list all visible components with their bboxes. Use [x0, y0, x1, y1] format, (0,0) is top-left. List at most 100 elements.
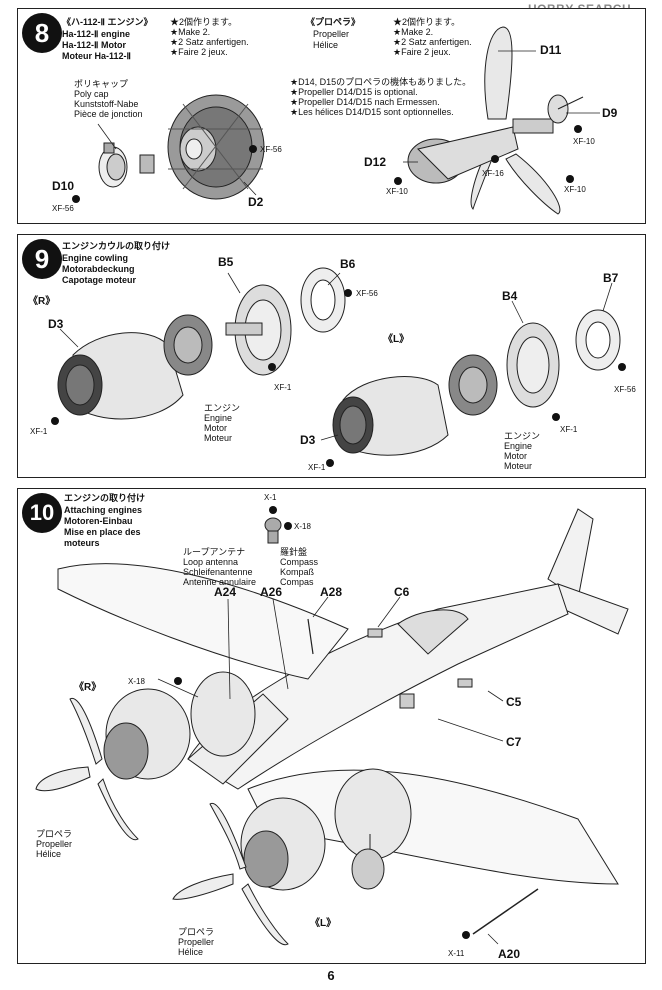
engine-d2 [167, 94, 265, 200]
propeller-r-jp: プロペラ [36, 829, 73, 839]
paint-xf56-a: XF-56 [52, 204, 74, 213]
step9-title-jp: エンジンカウルの取り付け [62, 241, 171, 251]
optional-note-fr: ★Les hélices D14/D15 sont optionnelles. [290, 107, 454, 117]
loop-antenna-fr: Antenne annulaire [183, 577, 257, 587]
part-b5: B5 [218, 255, 234, 269]
cowling-left [332, 376, 449, 456]
step-9-illustration [51, 267, 626, 467]
engine-r-fr: Moteur [204, 433, 233, 443]
antenna-a20 [472, 888, 539, 935]
paint-x18-a: X-18 [294, 522, 311, 531]
paint-xf1-a: XF-1 [274, 383, 292, 392]
part-a20: A20 [498, 947, 521, 961]
paint-xf10-a: XF-10 [573, 137, 595, 146]
engine-l-en: Engine [504, 441, 533, 451]
compass-fr: Compas [280, 577, 314, 587]
loop-antenna-de: Schleifenantenne [183, 567, 253, 577]
engine-title-jp: 《ハ-112-Ⅱ エンジン》 [62, 17, 153, 27]
propeller-title-en: Propeller [313, 29, 350, 39]
engine-make-fr: ★Faire 2 jeux. [170, 47, 228, 57]
engine-title-fr: Moteur Ha-112-Ⅱ [62, 51, 131, 61]
step10-title-de: Motoren-Einbau [64, 516, 133, 526]
polycap-de: Kunststoff-Nabe [74, 99, 139, 109]
polycap-fr: Pièce de jonction [74, 109, 143, 119]
tail-section [547, 508, 629, 635]
part-c7: C7 [506, 735, 522, 749]
engine-left [448, 354, 498, 416]
part-d9: D9 [602, 106, 618, 120]
step-8-illustration [72, 26, 600, 215]
propeller-title-fr: Hélice [313, 40, 339, 50]
step-10-illustration [35, 506, 629, 946]
engine-title-de: Ha-112-Ⅱ Motor [62, 40, 126, 50]
propeller-left [172, 802, 289, 946]
cowling-right [57, 332, 184, 420]
paint-xf1-b: XF-1 [30, 427, 48, 436]
paint-xf1-d: XF-1 [560, 425, 578, 434]
step-8-panel: 8 [17, 8, 646, 224]
part-d2: D2 [248, 195, 264, 209]
paint-x1: X-1 [264, 493, 277, 502]
step9-left-tag: 《L》 [383, 334, 410, 345]
step9-right-tag: 《R》 [28, 296, 56, 307]
part-d11: D11 [540, 43, 562, 57]
engine-l-jp: エンジン [504, 431, 541, 441]
paint-xf1-c: XF-1 [308, 463, 326, 472]
step-9-panel: 9 [17, 234, 646, 478]
part-d3-l: D3 [300, 433, 316, 447]
paint-xf10-b: XF-10 [386, 187, 408, 196]
step-9-number: 9 [22, 239, 62, 279]
part-c6: C6 [394, 585, 410, 599]
part-a28: A28 [320, 585, 343, 599]
optional-note-jp: ★D14, D15のプロペラの機体もありました。 [290, 77, 472, 87]
step10-title-fr1: Mise en place des [64, 527, 141, 537]
propeller-right [35, 697, 139, 841]
part-d3-r: D3 [48, 317, 64, 331]
step10-title-en: Attaching engines [64, 505, 143, 515]
engine-r-en: Engine [204, 413, 233, 423]
propeller-l-jp: プロペラ [178, 927, 215, 937]
part-d10: D10 [52, 179, 75, 193]
landing-gear [351, 834, 385, 890]
propeller-make-de: ★2 Satz anfertigen. [393, 37, 472, 47]
engine-make-en: ★Make 2. [170, 27, 211, 37]
engine-right [163, 314, 213, 376]
paint-xf16: XF-16 [482, 169, 504, 178]
polycap-jp: ポリキャップ [74, 79, 129, 89]
wing-upper [57, 563, 349, 680]
part-b6: B6 [340, 257, 356, 271]
step9-title-en: Engine cowling [62, 253, 129, 263]
polycap-en: Poly cap [74, 89, 109, 99]
step10-title-jp: エンジンの取り付け [64, 493, 146, 503]
engine-title-en: Ha-112-Ⅱ engine [62, 29, 130, 39]
compass-en: Compass [280, 557, 319, 567]
engine-mount-left [506, 309, 621, 408]
optional-note-en: ★Propeller D14/D15 is optional. [290, 87, 418, 97]
propeller-make-jp: ★2個作ります。 [393, 17, 461, 27]
paint-x11: X-11 [448, 949, 465, 958]
engine-r-de: Motor [204, 423, 228, 433]
paint-xf56-c: XF-56 [356, 289, 378, 298]
engine-l-de: Motor [504, 451, 528, 461]
step9-title-de: Motorabdeckung [62, 264, 135, 274]
poly-cap-d10 [98, 142, 155, 188]
part-d12: D12 [364, 155, 387, 169]
part-b4: B4 [502, 289, 518, 303]
engine-mount-right [225, 267, 346, 376]
engine-r-jp: エンジン [204, 403, 241, 413]
compass-jp: 羅針盤 [280, 547, 308, 557]
paint-xf56-d: XF-56 [614, 385, 636, 394]
propeller-r-en: Propeller [36, 839, 73, 849]
propeller-make-en: ★Make 2. [393, 27, 434, 37]
propeller-l-en: Propeller [178, 937, 215, 947]
step10-title-fr2: moteurs [64, 538, 100, 548]
compass-de: Kompaß [280, 567, 315, 577]
engine-l-fr: Moteur [504, 461, 533, 471]
loop-antenna-en: Loop antenna [183, 557, 239, 567]
propeller-title-jp: 《プロペラ》 [306, 17, 361, 27]
optional-note-de: ★Propeller D14/D15 nach Ermessen. [290, 97, 440, 107]
step10-right-tag: 《R》 [74, 682, 102, 693]
step-8-number: 8 [22, 13, 62, 53]
paint-xf56-b: XF-56 [260, 145, 282, 154]
part-b7: B7 [603, 271, 619, 285]
